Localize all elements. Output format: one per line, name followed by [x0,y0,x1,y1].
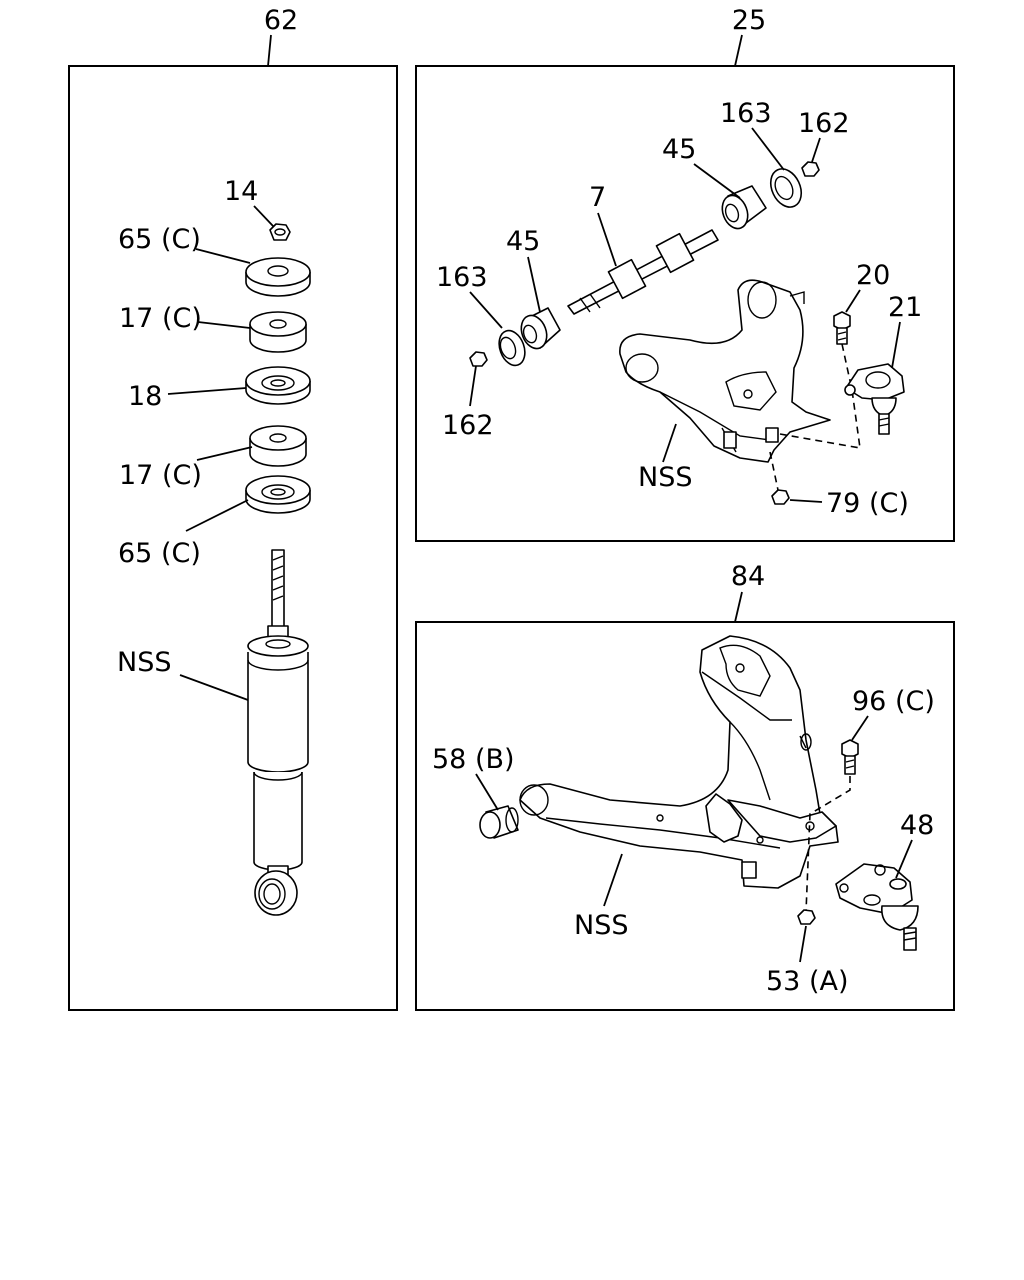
upper-control-arm [619,279,831,463]
callout-17c-top: 17 (C) [119,303,202,334]
callout-162-left: 162 [442,410,494,441]
group-ref-upper-arm: 25 [732,5,766,36]
nut-part [801,161,820,177]
group-ref-lower-arm: 84 [731,561,765,592]
bolt-part [841,739,859,775]
seal-part [498,329,526,367]
callout-17c-bottom: 17 (C) [119,460,202,491]
seal-part [769,168,803,208]
callout-14: 14 [224,176,258,207]
washer-part [245,257,311,297]
callout-45-right: 45 [662,134,696,165]
callout-163-left: 163 [436,262,488,293]
callout-58b: 58 (B) [432,744,515,775]
nut-part [797,909,816,925]
bushing-part [520,307,561,350]
bushing-part [721,185,767,230]
callout-nss-upper: NSS [638,462,692,493]
callout-65c-bottom: 65 (C) [118,538,201,569]
bushing-part [249,311,307,353]
ball-joint-part [844,363,905,435]
callout-48: 48 [900,810,934,841]
nut-part [771,489,790,505]
panel-lower-arm: 84 NSS 58 (B) [415,561,955,1011]
panel-shock-absorber: 62 14 65 (C) 17 (C) [68,5,398,1011]
washer-part [245,366,311,405]
shaft-part [567,229,719,315]
ball-joint-part [835,863,919,951]
callout-53a: 53 (A) [766,966,848,997]
callout-18: 18 [128,381,162,412]
callout-163-right: 163 [720,98,772,129]
callout-7: 7 [589,182,606,213]
callout-nss-shock: NSS [117,647,171,678]
panel-frame-shock [68,65,398,1011]
washer-part [245,475,311,514]
callout-nss-lower: NSS [574,910,628,941]
nut-part [469,351,488,367]
bushing-part [249,425,307,467]
shock-absorber-body [247,549,309,916]
panel-frame-lower-arm [415,621,955,1011]
callout-65c-top: 65 (C) [118,224,201,255]
callout-45-left: 45 [506,226,540,257]
lower-control-arm [519,635,839,889]
callout-162-right: 162 [798,108,850,139]
callout-21: 21 [888,292,922,323]
bushing-part [479,805,519,839]
nut-part [269,223,291,241]
bolt-part [833,311,851,345]
callout-79c: 79 (C) [826,488,909,519]
callout-96c: 96 (C) [852,686,935,717]
panel-frame-upper-arm [415,65,955,542]
panel-upper-arm: 25 163 162 45 7 [415,5,955,542]
callout-20: 20 [856,260,890,291]
group-ref-shock: 62 [264,5,298,36]
